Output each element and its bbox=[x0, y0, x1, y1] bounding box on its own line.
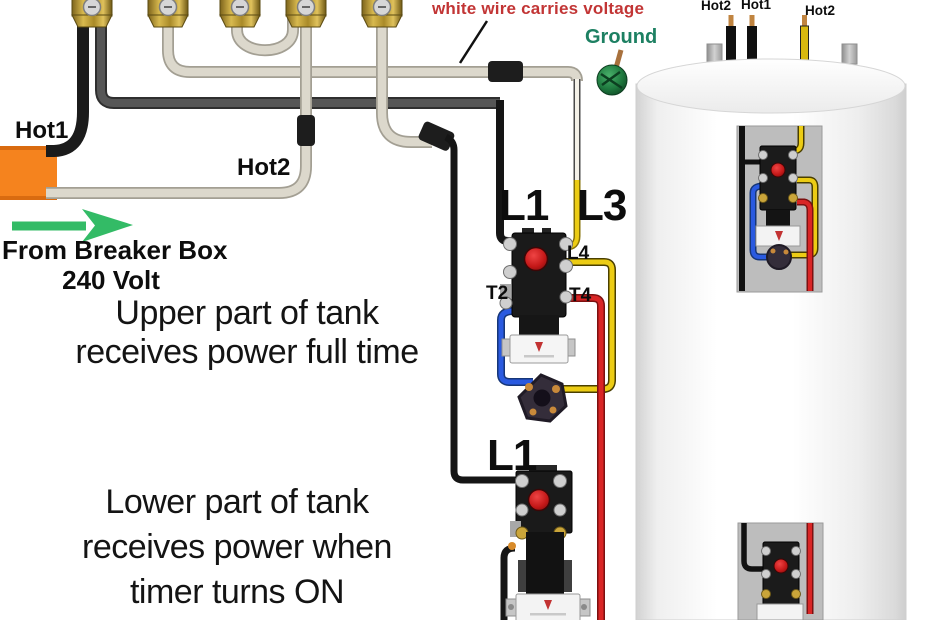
terminal-label-l1-upper: L1 bbox=[499, 181, 549, 230]
wire-hot1-black bbox=[46, 16, 89, 157]
timer-terminals bbox=[71, 0, 403, 28]
black-tape-markers bbox=[297, 61, 523, 151]
terminal-label-l1-lower: L1 bbox=[487, 431, 537, 480]
terminal-lug-4 bbox=[285, 0, 327, 28]
water-heater-tank bbox=[635, 15, 907, 620]
tank-upper-red-wire bbox=[797, 200, 812, 291]
tank-lower-black-wire bbox=[741, 523, 764, 572]
tank-hot2-left-label: Hot2 bbox=[701, 0, 731, 13]
breaker-caption-line1: From Breaker Box bbox=[2, 235, 228, 265]
wire-hot2-white bbox=[46, 16, 311, 198]
reset-button bbox=[523, 246, 549, 272]
wire-white-jumper-loop bbox=[232, 16, 298, 55]
lower-tank-note-line2: receives power when bbox=[82, 528, 392, 566]
tank-top-wires bbox=[706, 15, 858, 65]
breaker-cable bbox=[0, 146, 57, 200]
note-pointer-line bbox=[458, 20, 489, 64]
tank-hot1-label: Hot1 bbox=[741, 0, 771, 12]
wire-white-to-lower-l1 bbox=[377, 16, 432, 147]
upper-heating-element bbox=[517, 373, 568, 423]
breaker-wiring bbox=[0, 0, 628, 484]
ground-screw bbox=[596, 49, 628, 96]
ground-label: Ground bbox=[585, 26, 658, 48]
terminal-label-t2: T2 bbox=[486, 283, 509, 304]
terminal-lug-3 bbox=[219, 0, 261, 28]
terminal-label-l3: L3 bbox=[577, 181, 627, 230]
terminal-lug-5 bbox=[361, 0, 403, 28]
tank-upper-access-panel bbox=[736, 125, 823, 293]
tank-upper-element bbox=[766, 244, 792, 270]
reset-button bbox=[527, 488, 551, 512]
breaker-arrow bbox=[12, 209, 133, 242]
terminal-label-l4: L4 bbox=[567, 243, 590, 264]
upper-thermostat-assembly bbox=[497, 228, 616, 620]
upper-tank-note-line1: Upper part of tank bbox=[115, 294, 379, 332]
upper-tank-note: Upper part of tank receives power full t… bbox=[35, 294, 459, 372]
wire-yellow-l3 bbox=[565, 180, 579, 249]
tank-upper-blue-wire bbox=[751, 184, 769, 259]
lower-tank-note: Lower part of tank receives power when t… bbox=[25, 480, 449, 615]
upper-tank-note-line2: receives power full time bbox=[75, 333, 419, 371]
terminal-lug-2 bbox=[147, 0, 189, 28]
breaker-caption-line2: 240 Volt bbox=[62, 265, 160, 295]
wire-yellow-l4 bbox=[558, 259, 615, 392]
lower-tank-note-line3: timer turns ON bbox=[129, 573, 345, 611]
wire-red-t4 bbox=[563, 295, 604, 620]
terminal-lug-1 bbox=[71, 0, 113, 28]
tank-dome bbox=[636, 58, 906, 114]
white-wire-note: white wire carries voltage bbox=[432, 0, 645, 18]
wire-black-to-lower-thermostat bbox=[444, 133, 517, 484]
breaker-caption: From Breaker Box 240 Volt bbox=[2, 235, 228, 295]
tank-lower-access-panel bbox=[737, 522, 824, 620]
wire-blue-t2 bbox=[498, 308, 533, 385]
terminal-label-t4: T4 bbox=[569, 285, 592, 306]
hot2-label: Hot2 bbox=[237, 154, 291, 181]
tank-hot2-right-label: Hot2 bbox=[805, 3, 835, 18]
hot1-label: Hot1 bbox=[15, 117, 69, 144]
white-wires bbox=[46, 16, 583, 199]
lower-thermostat-assembly bbox=[500, 465, 591, 620]
wire-white-to-l3 bbox=[163, 16, 582, 82]
lower-tank-note-line1: Lower part of tank bbox=[105, 483, 369, 521]
